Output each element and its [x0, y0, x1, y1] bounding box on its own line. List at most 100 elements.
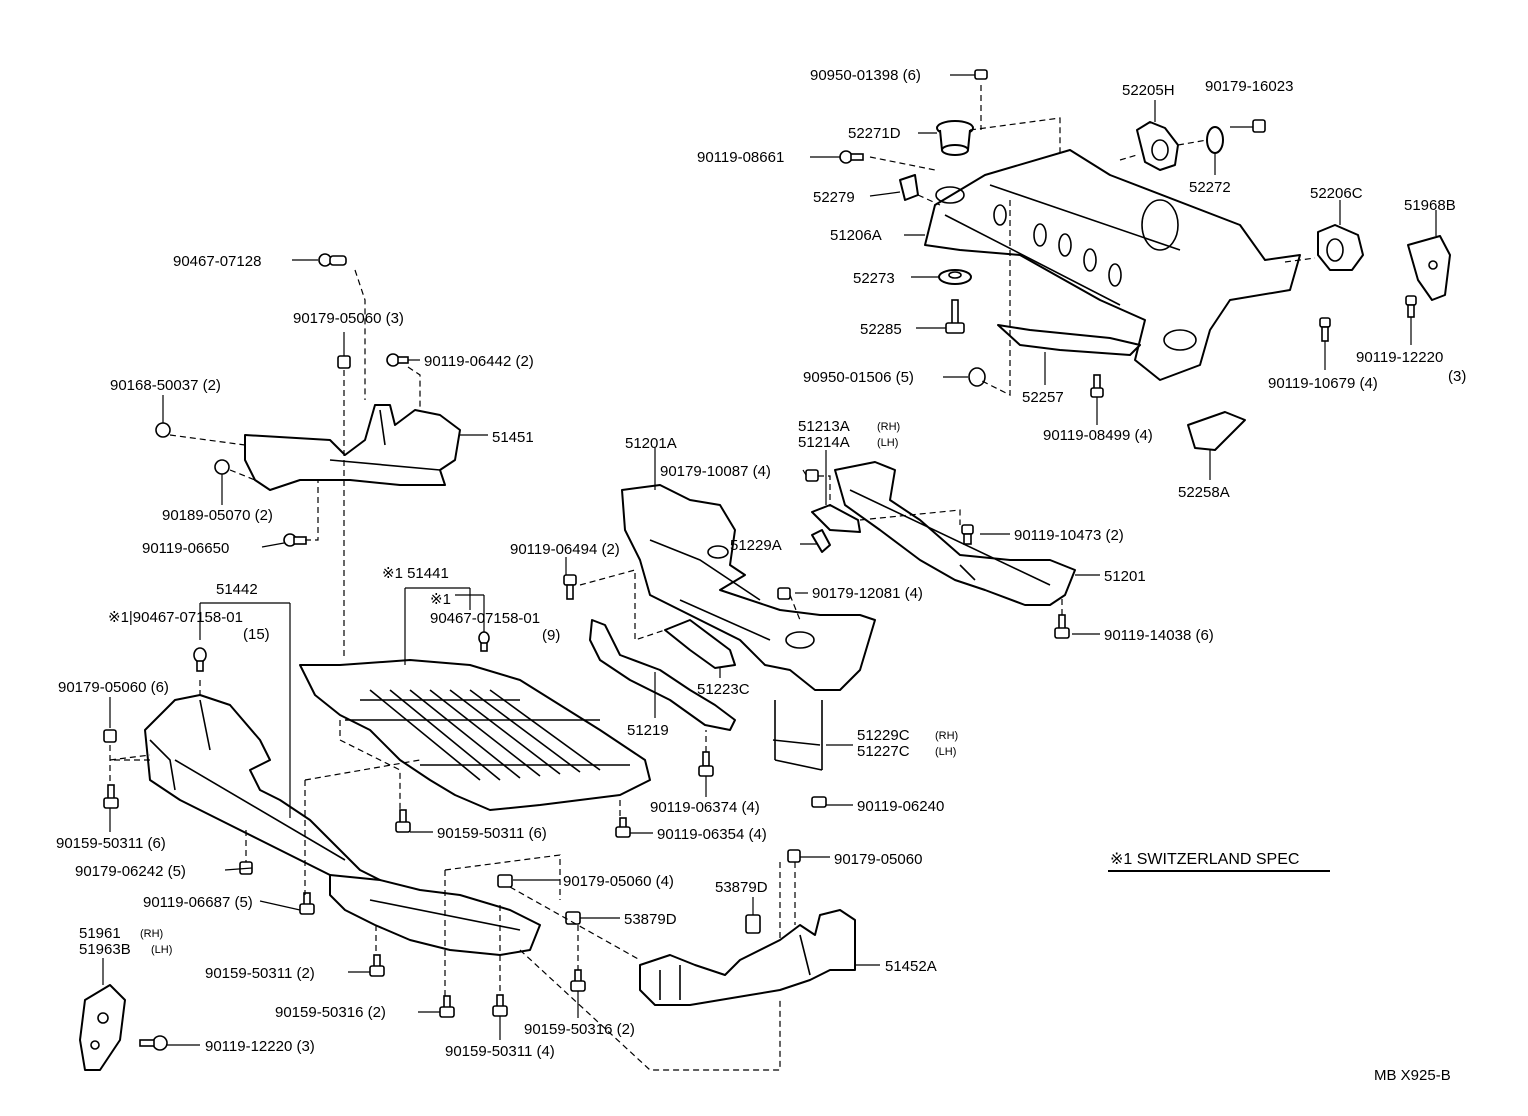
label-51968B: 51968B	[1404, 197, 1456, 214]
label-52271D: 52271D	[848, 125, 901, 142]
bolt-52285	[945, 299, 965, 334]
bolt-90119-14038	[1054, 614, 1070, 639]
label-90159-50316-2-left: 90159-50316 (2)	[275, 1004, 386, 1021]
label-90467-07158-left-qty: (15)	[243, 626, 270, 643]
label-90467-07158-mid-qty: (9)	[542, 627, 560, 644]
label-90119-06354: 90119-06354 (4)	[657, 826, 767, 843]
label-90950-01398: 90950-01398 (6)	[810, 67, 921, 84]
label-90119-10679: 90119-10679 (4)	[1268, 375, 1378, 392]
label-51219: 51219	[627, 722, 669, 739]
label-51214A: 51214A	[798, 434, 850, 451]
label-51961-side: (RH)	[140, 928, 163, 940]
label-90119-06240: 90119-06240	[857, 798, 944, 815]
bolt-90159-50311-mid	[395, 809, 411, 833]
nut-90179-05060-4	[497, 874, 513, 888]
bolt-90159-50311-4	[492, 994, 508, 1017]
label-52279: 52279	[813, 189, 855, 206]
bolt-90119-06240	[811, 796, 827, 808]
under-cover-51442	[144, 694, 381, 891]
brace-52257	[997, 324, 1141, 356]
label-90179-05060-6: 90179-05060 (6)	[58, 679, 169, 696]
bracket-52279	[899, 174, 919, 201]
label-52206C: 52206C	[1310, 185, 1363, 202]
bolt-90119-10473	[961, 524, 974, 545]
label-90159-50311-6-left: 90159-50311 (6)	[56, 835, 166, 852]
label-51227C: 51227C	[857, 743, 910, 760]
label-51229C-side: (RH)	[935, 730, 958, 742]
label-51961: 51961	[79, 925, 121, 942]
bolt-90467-07128	[318, 253, 347, 267]
bolt-90119-12220-bottom	[139, 1035, 168, 1051]
label-90179-05060-single: 90179-05060	[834, 851, 922, 868]
label-51227C-side: (LH)	[935, 746, 956, 758]
crossmember-51201A	[621, 484, 876, 691]
label-90119-06494: 90119-06494 (2)	[510, 541, 620, 558]
brace-51223C	[664, 619, 736, 669]
bolt-90119-06354	[615, 817, 631, 838]
label-90119-08661: 90119-08661	[697, 149, 784, 166]
label-90179-10087: 90179-10087 (4)	[660, 463, 771, 480]
nut-90179-16023	[1252, 119, 1266, 133]
label-90467-07158-mid-mark: ※1	[430, 591, 451, 608]
label-90119-06442: 90119-06442 (2)	[424, 353, 534, 370]
label-51214A-side: (LH)	[877, 437, 898, 449]
leader-lines	[102, 74, 1437, 1046]
splash-shield-51452A	[639, 909, 856, 1006]
clip-90467-07158-left	[193, 647, 207, 672]
label-51201A: 51201A	[625, 435, 677, 452]
nut-90950-01398	[974, 69, 988, 80]
diagram-code: MB X925-B	[1374, 1067, 1451, 1084]
label-51442: 51442	[216, 581, 258, 598]
stopper-52272	[1206, 126, 1224, 154]
label-90179-12081: 90179-12081 (4)	[812, 585, 923, 602]
label-51229A: 51229A	[730, 537, 782, 554]
nut-90179-05060-single	[787, 849, 801, 863]
nut-90179-05060-6	[103, 729, 117, 743]
mount-52205H	[1136, 121, 1179, 171]
bolt-90119-06687	[299, 892, 315, 915]
clip-90467-07158-mid	[478, 631, 490, 652]
label-90159-50316-2-right: 90159-50316 (2)	[524, 1021, 635, 1038]
label-52272: 52272	[1189, 179, 1231, 196]
bolt-90159-50311-2	[369, 954, 385, 977]
label-90159-50311-2: 90159-50311 (2)	[205, 965, 315, 982]
label-90179-05060-3: 90179-05060 (3)	[293, 310, 404, 327]
label-52257: 52257	[1022, 389, 1064, 406]
label-51441: ※1 51441	[382, 565, 449, 582]
switzerland-spec-note: ※1 SWITZERLAND SPEC	[1110, 851, 1299, 868]
bolt-90119-10679	[1319, 317, 1331, 342]
label-52258A: 52258A	[1178, 484, 1230, 501]
label-90950-01506: 90950-01506 (5)	[803, 369, 914, 386]
label-90159-50311-4: 90159-50311 (4)	[445, 1043, 555, 1060]
bolt-90159-50311-left	[103, 784, 119, 809]
clip-51229A	[811, 529, 831, 553]
brace-51219	[589, 619, 736, 731]
label-90119-10473: 90119-10473 (2)	[1014, 527, 1124, 544]
bolt-90119-12220-top	[1405, 295, 1417, 318]
bracket-51213A-51214A	[811, 504, 861, 533]
label-90179-16023: 90179-16023	[1205, 78, 1293, 95]
label-51223C: 51223C	[697, 681, 750, 698]
label-52285: 52285	[860, 321, 902, 338]
stopper-52273	[938, 269, 972, 285]
shield-51451	[244, 404, 461, 491]
label-90179-06242: 90179-06242 (5)	[75, 863, 186, 880]
nut-90179-05060	[337, 355, 351, 369]
label-90467-07128: 90467-07128	[173, 253, 261, 270]
label-90119-06650: 90119-06650	[142, 540, 229, 557]
bolt-90119-06650	[283, 533, 307, 547]
label-90119-06374: 90119-06374 (4)	[650, 799, 760, 816]
label-90168-50037: 90168-50037 (2)	[110, 377, 221, 394]
label-90189-05070: 90189-05070 (2)	[162, 507, 273, 524]
mount-52206C	[1317, 224, 1364, 271]
rod-51229C-51227C	[772, 700, 823, 771]
bolt-90159-50316-left	[439, 995, 455, 1018]
label-53879D-a: 53879D	[624, 911, 677, 928]
nut-90950-01506	[968, 367, 986, 387]
bolt-90119-08661	[839, 150, 864, 164]
label-52273: 52273	[853, 270, 895, 287]
label-51451: 51451	[492, 429, 534, 446]
bolt-90119-06374	[698, 751, 714, 777]
label-51963B: 51963B	[79, 941, 131, 958]
